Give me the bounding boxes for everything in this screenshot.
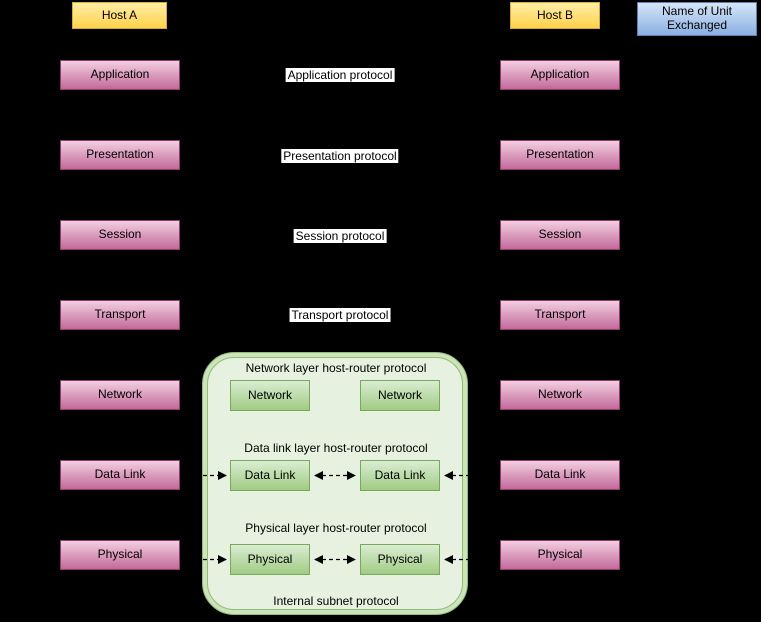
hostb-layer-session: Session [500,220,620,250]
layer-label: Physical [97,547,143,562]
router-box-label: Data Link [244,467,296,482]
host-a-box: Host A [72,2,167,29]
unit-exchanged-label: Name of Unit Exchanged [661,4,733,32]
hostb-layer-transport: Transport [500,300,620,330]
router-box-label: Data Link [374,467,426,482]
physical-host-router-protocol-label: Physical layer host-router protocol [245,521,427,535]
layer-label: Application [530,67,590,82]
router-left-network: Network [230,380,310,411]
hostb-layer-physical: Physical [500,540,620,570]
router-right-physical: Physical [360,544,440,575]
layer-label: Transport [94,307,146,322]
internal-subnet-protocol-label: Internal subnet protocol [273,594,399,608]
layer-label: Session [538,227,582,242]
router-box-label: Physical [377,551,423,566]
datalink-host-router-protocol-label: Data link layer host-router protocol [244,441,428,455]
application-protocol-label: Application protocol [285,68,395,82]
transport-protocol-label: Transport protocol [289,308,391,322]
router-box-label: Network [377,387,422,402]
hosta-layer-physical: Physical [60,540,180,570]
layer-label: Data Link [94,467,146,482]
layer-label: Presentation [86,147,154,162]
layer-label: Data Link [534,467,586,482]
hosta-layer-network: Network [60,380,180,410]
network-host-router-protocol-label: Network layer host-router protocol [245,361,427,375]
router-left-physical: Physical [230,544,310,575]
host-a-label: Host A [101,7,138,22]
router-right-network: Network [360,380,440,411]
router-box-label: Physical [247,551,293,566]
layer-label: Session [98,227,142,242]
hosta-layer-datalink: Data Link [60,460,180,490]
layer-label: Physical [537,547,583,562]
unit-exchanged-box: Name of Unit Exchanged [637,2,757,36]
layer-label: Application [90,67,150,82]
hostb-layer-datalink: Data Link [500,460,620,490]
hostb-layer-application: Application [500,60,620,90]
layer-label: Network [537,387,582,402]
layer-label: Network [97,387,142,402]
presentation-protocol-label: Presentation protocol [281,149,399,163]
hosta-layer-session: Session [60,220,180,250]
router-right-datalink: Data Link [360,460,440,491]
hostb-layer-presentation: Presentation [500,140,620,170]
layer-label: Transport [534,307,586,322]
session-protocol-label: Session protocol [293,229,387,243]
host-b-box: Host B [510,2,600,29]
host-b-label: Host B [536,7,573,22]
hostb-layer-network: Network [500,380,620,410]
layer-label: Presentation [526,147,594,162]
hosta-layer-transport: Transport [60,300,180,330]
router-box-label: Network [247,387,292,402]
hosta-layer-application: Application [60,60,180,90]
router-left-datalink: Data Link [230,460,310,491]
hosta-layer-presentation: Presentation [60,140,180,170]
